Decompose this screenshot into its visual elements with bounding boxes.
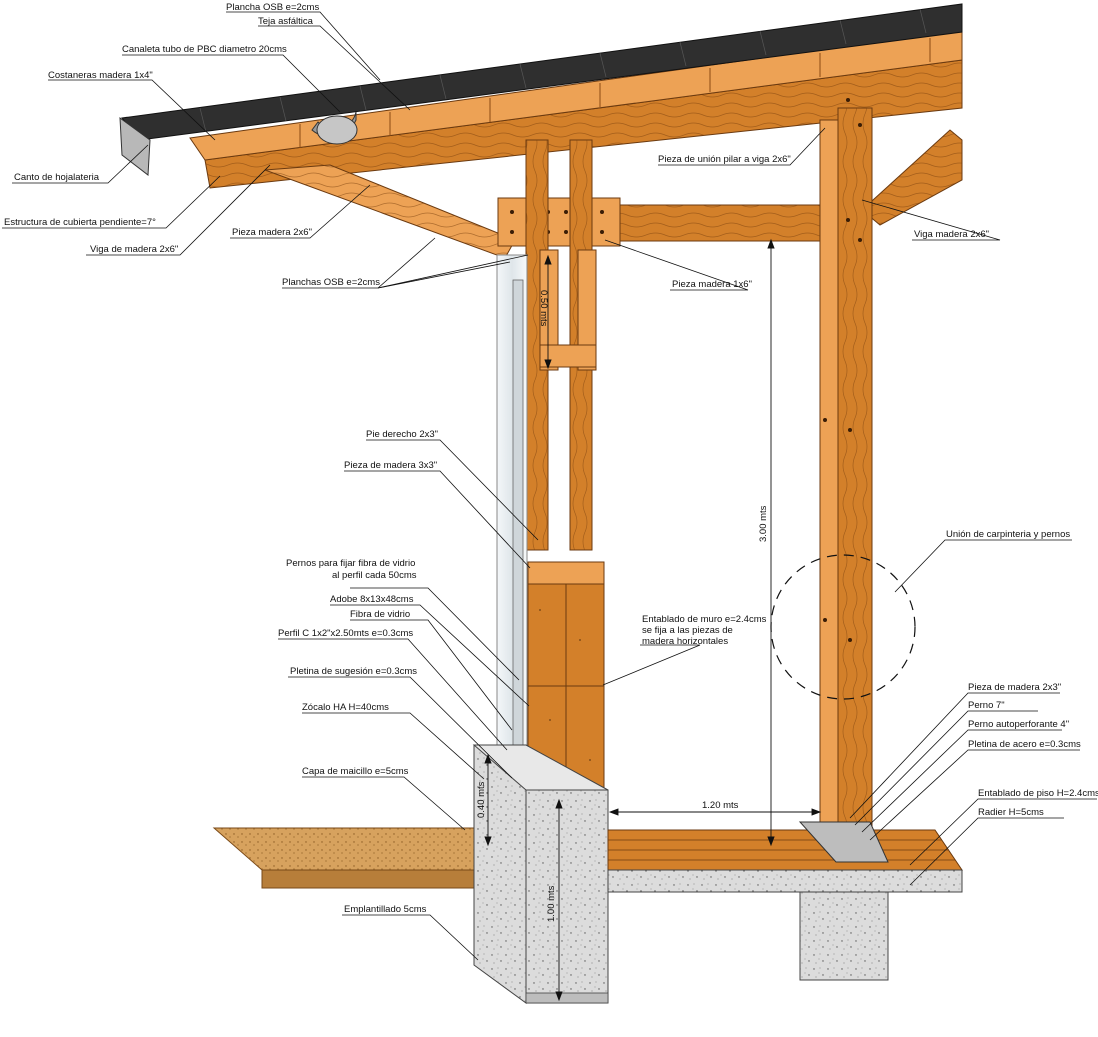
stud-horizontal (539, 344, 597, 368)
batten-marks (299, 38, 931, 148)
dim-100: 1.00 mts (546, 885, 557, 922)
label-group: Plancha OSB e=2cms Teja asfáltica Canale… (4, 2, 1098, 915)
label-subsoil: Capa de maicillo e=5cms (302, 766, 409, 777)
label-asphalt-tile: Teja asfáltica (258, 16, 314, 27)
label-osb-roof: Plancha OSB e=2cms (226, 2, 319, 13)
label-self-drilling: Perno autoperforante 4" (968, 719, 1069, 730)
label-wall-boarding-2: se fija a las piezas de (642, 625, 733, 636)
label-osb-planks: Planchas OSB e=2cms (282, 277, 380, 288)
label-roof-structure: Estructura de cubierta pendiente=7° (4, 217, 156, 228)
label-piece-2x6: Pieza madera 2x6" (232, 227, 312, 238)
roof-assembly (119, 3, 963, 189)
label-floor-boarding: Entablado de piso H=2.4cms (978, 788, 1098, 799)
concrete-footing (525, 789, 609, 1004)
label-clamp-plate: Pletina de sugesión e=0.3cms (290, 666, 417, 677)
flashing (119, 116, 151, 176)
label-adobe: Adobe 8x13x48cms (330, 594, 414, 605)
label-piece-1x6: Pieza madera 1x6" (672, 279, 752, 290)
radier-slab (607, 869, 963, 893)
label-fiberglass: Fibra de vidrio (350, 609, 410, 620)
label-c-profile: Perfil C 1x2"x2.50mts e=0.3cms (278, 628, 413, 639)
piece-3x3 (527, 561, 605, 585)
label-joint-pillar-beam: Pieza de unión pilar a viga 2x6" (658, 154, 791, 165)
label-plinth: Zócalo HA H=40cms (302, 702, 389, 713)
dim-300: 3.00 mts (758, 505, 769, 542)
label-stud-2x3: Pie derecho 2x3" (366, 429, 438, 440)
c-profile (512, 279, 524, 771)
dim-040: 0.40 mts (476, 781, 487, 818)
label-slab: Radier H=5cms (978, 807, 1044, 818)
label-gutter: Canaleta tubo de PBC diametro 20cms (122, 44, 287, 55)
label-wall-boarding-1: Entablado de muro e=2.4cms (642, 614, 767, 625)
dim-050: 0.50 mts (538, 290, 549, 327)
label-bolts-fiberglass-1: Pernos para fijar fibra de vidrio (286, 558, 415, 569)
dim-120: 1.20 mts (702, 800, 739, 811)
label-flashing: Canto de hojalateria (14, 172, 100, 183)
label-wall-boarding-3: madera horizontales (642, 636, 728, 647)
label-beam-2x6-right: Viga madera 2x6" (914, 229, 989, 240)
label-bolts-fiberglass-2: al perfil cada 50cms (332, 570, 417, 581)
label-piece-2x3: Pieza de madera 2x3" (968, 682, 1061, 693)
stud-block-2 (577, 249, 597, 371)
label-piece-3x3: Pieza de madera 3x3" (344, 460, 437, 471)
label-beam-2x6-left: Viga de madera 2x6" (90, 244, 178, 255)
label-lean-concrete: Emplantillado 5cms (344, 904, 427, 915)
right-footing (799, 891, 889, 981)
label-steel-plate: Pletina de acero e=0.3cms (968, 739, 1081, 750)
dimension-lines (484, 238, 822, 1002)
label-battens: Costaneras madera 1x4" (48, 70, 153, 81)
steel-plate-base (798, 821, 889, 863)
stud-block-1 (539, 249, 559, 371)
pillar-right-front (819, 119, 839, 826)
label-carpentry-joint: Unión de carpinteria y pernos (946, 529, 1070, 540)
joint-plate-1x6 (497, 197, 621, 247)
label-bolt-7: Perno 7" (968, 700, 1005, 711)
leader-lines (2, 11, 1097, 961)
